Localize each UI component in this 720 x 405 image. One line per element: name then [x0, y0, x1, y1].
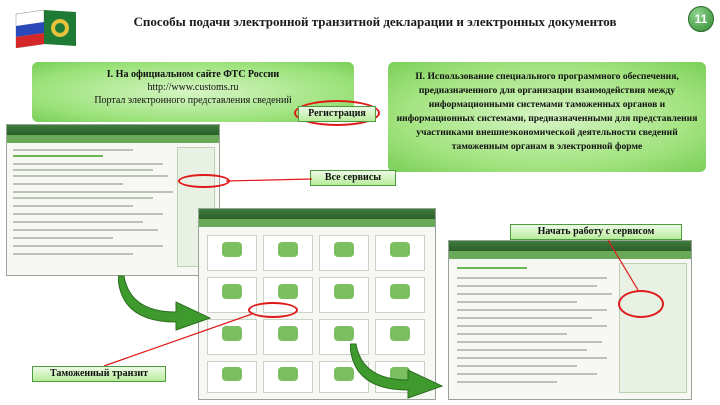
- portal-screenshot: [6, 124, 220, 276]
- services-screenshot: [198, 208, 436, 400]
- all-services-highlight: [178, 174, 230, 188]
- emblem-flag: [14, 8, 78, 49]
- start-work-highlight: [618, 290, 664, 318]
- registration-label[interactable]: Регистрация: [298, 106, 376, 122]
- portal-name: Портал электронного представления сведен…: [94, 95, 292, 106]
- method-two-box: II. Использование специального программн…: [388, 62, 706, 172]
- customs-transit-label[interactable]: Таможенный транзит: [32, 366, 166, 382]
- start-work-label[interactable]: Начать работу с сервисом: [510, 224, 682, 240]
- curved-arrow-icon-2: [350, 343, 444, 399]
- page-number-badge: 11: [688, 6, 714, 32]
- connector-line-3: [607, 239, 639, 291]
- registration-highlight: [294, 100, 380, 126]
- curved-arrow-icon: [118, 275, 212, 331]
- all-services-label[interactable]: Все сервисы: [310, 170, 396, 186]
- customs-url-link[interactable]: http://www.customs.ru: [147, 82, 239, 93]
- method-two-text: II. Использование специального программн…: [396, 71, 698, 152]
- method-one-title: I. На официальном сайте ФТС России: [106, 69, 280, 80]
- service-page-screenshot: [448, 240, 692, 400]
- page-title: Способы подачи электронной транзитной де…: [133, 14, 617, 29]
- connector-line: [226, 178, 313, 182]
- customs-transit-highlight: [248, 302, 298, 318]
- connector-line-2: [103, 313, 253, 367]
